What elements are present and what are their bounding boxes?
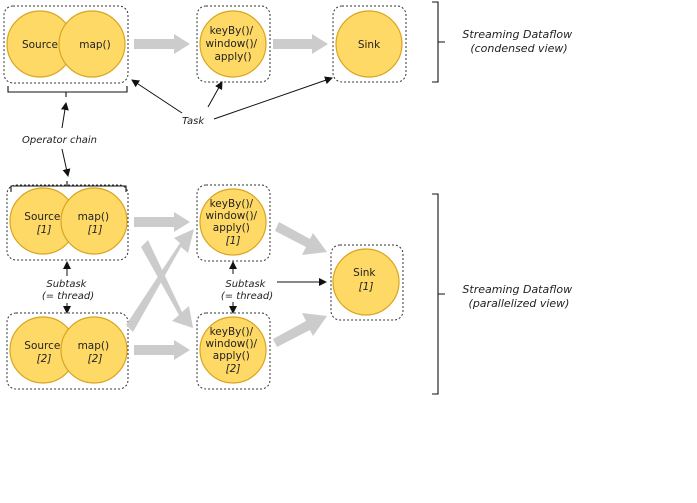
cond-window-node <box>199 10 267 78</box>
par-window1-line3: apply() <box>213 222 250 234</box>
condensed-chain-task-box <box>3 5 129 84</box>
subtask-left-line2: (= thread) <box>42 291 94 302</box>
par-window2-line4: [2] <box>226 363 241 375</box>
par-window1-label: keyBy()/ window()/ apply() [1] <box>206 198 261 247</box>
condensed-sink-task-box <box>332 5 407 83</box>
task-pointer-window <box>207 81 223 108</box>
par-window1-node <box>199 188 267 256</box>
par-sink-label: Sink [1] <box>353 267 379 293</box>
par-chain2-box <box>6 312 129 390</box>
par-window2-box <box>196 312 271 390</box>
par-sink-box <box>330 244 404 321</box>
parallelized-view-subtitle: (parallelized view) <box>469 297 570 310</box>
par-map1-label: map() [1] <box>78 211 113 236</box>
par-sink-line2: [1] <box>359 281 374 293</box>
subtask-left-label: Subtask (= thread) <box>42 279 94 302</box>
par-source2-label: Source [2] <box>24 340 63 365</box>
task-label: Task <box>182 116 205 127</box>
par-source1-label: Source [1] <box>24 211 63 236</box>
cond-map-node <box>58 10 126 78</box>
cond-map-label: map() <box>79 39 111 51</box>
condensed-view-label: Streaming Dataflow (condensed view) <box>462 28 575 55</box>
par-window1-line2: window()/ <box>206 210 258 222</box>
task-pointer-sink <box>213 76 333 120</box>
par-window2-label: keyBy()/ window()/ apply() [2] <box>206 326 261 375</box>
condensed-view-bracket <box>432 1 445 83</box>
cond-window-label: keyBy()/ window()/ apply() <box>206 25 261 63</box>
par-chain1-box <box>6 184 129 261</box>
cond-sink-node <box>335 10 403 78</box>
par-flow-arrow-w1-sink <box>275 222 327 255</box>
par-map2-node <box>60 316 128 384</box>
par-source1-line1: Source <box>24 211 60 223</box>
cond-window-line3: apply() <box>214 51 251 63</box>
condensed-view-subtitle: (condensed view) <box>470 42 567 55</box>
par-sink-node <box>332 248 400 316</box>
cond-source-label: Source <box>22 39 58 51</box>
par-map1-node <box>60 187 128 255</box>
par-map2-label: map() [2] <box>78 340 113 365</box>
par-map1-line2: [1] <box>88 224 103 236</box>
par-window2-line1: keyBy()/ <box>210 326 254 338</box>
cond-flow-arrow-2 <box>273 34 328 54</box>
par-flow-arrow-1to2 <box>141 240 193 328</box>
par-map1-line1: map() <box>78 211 110 223</box>
task-pointer-chain <box>131 79 183 114</box>
par-window1-line1: keyBy()/ <box>210 198 254 210</box>
operator-chain-pointer-down <box>61 148 71 177</box>
par-sink-line1: Sink <box>353 267 376 279</box>
subtask-mid-line2: (= thread) <box>221 291 273 302</box>
operator-chain-pointer-up <box>60 102 69 129</box>
par-window2-node <box>199 316 267 384</box>
par-source1-line2: [1] <box>37 224 52 236</box>
condensed-window-task-box <box>196 5 271 83</box>
par-map2-line1: map() <box>78 340 110 352</box>
subtask-mid-label: Subtask (= thread) <box>221 279 273 302</box>
parallelized-view-label: Streaming Dataflow (parallelized view) <box>462 283 575 310</box>
par-flow-arrow-w2-sink <box>273 313 327 347</box>
par-flow-arrow-2to1 <box>126 229 194 332</box>
cond-window-line1: keyBy()/ <box>210 25 254 37</box>
condensed-view-title: Streaming Dataflow <box>462 28 572 41</box>
par-window2-line2: window()/ <box>206 338 258 350</box>
par-flow-arrow-2to2 <box>134 340 190 360</box>
par-source2-line1: Source <box>24 340 60 352</box>
par-window1-line4: [1] <box>226 235 241 247</box>
cond-flow-arrow-1 <box>134 34 190 54</box>
cond-window-line2: window()/ <box>206 38 258 50</box>
cond-sink-label: Sink <box>358 39 381 51</box>
subtask-left-line1: Subtask <box>46 279 87 290</box>
operator-chain-label: Operator chain <box>22 135 97 146</box>
parallelized-view-bracket <box>432 193 445 395</box>
operator-chain-bracket-bottom <box>10 181 127 192</box>
par-source2-line2: [2] <box>37 353 52 365</box>
par-map2-line2: [2] <box>88 353 103 365</box>
par-window2-line3: apply() <box>213 350 250 362</box>
par-flow-arrow-1to1 <box>134 212 190 232</box>
subtask-mid-line1: Subtask <box>225 279 266 290</box>
operator-chain-bracket-top <box>7 86 128 97</box>
parallelized-view-title: Streaming Dataflow <box>462 283 572 296</box>
